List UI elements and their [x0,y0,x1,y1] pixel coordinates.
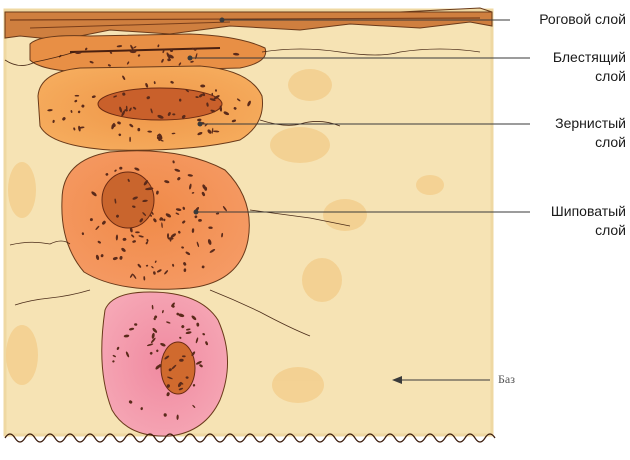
label-line: слой [530,133,626,152]
label-line: Блестящий [530,48,626,67]
label-line: Зернистый [530,114,626,133]
label-stratum-corneum: Роговой слой [510,10,626,29]
label-line: Роговой слой [510,10,626,29]
label-basal-partial: Баз [498,372,515,387]
label-stratum-lucidum: Блестящий слой [530,48,626,86]
stipple-mark [75,95,80,97]
label-line: слой [520,221,626,240]
label-line: Шиповатый [520,202,626,221]
stipple-mark [130,50,137,53]
label-stratum-spinosum: Шиповатый слой [520,202,626,240]
stipple-mark [129,137,131,142]
stratum-granulosum [38,66,263,150]
label-stratum-granulosum: Зернистый слой [530,114,626,152]
stratum-lucidum [30,34,266,72]
label-line: слой [530,67,626,86]
